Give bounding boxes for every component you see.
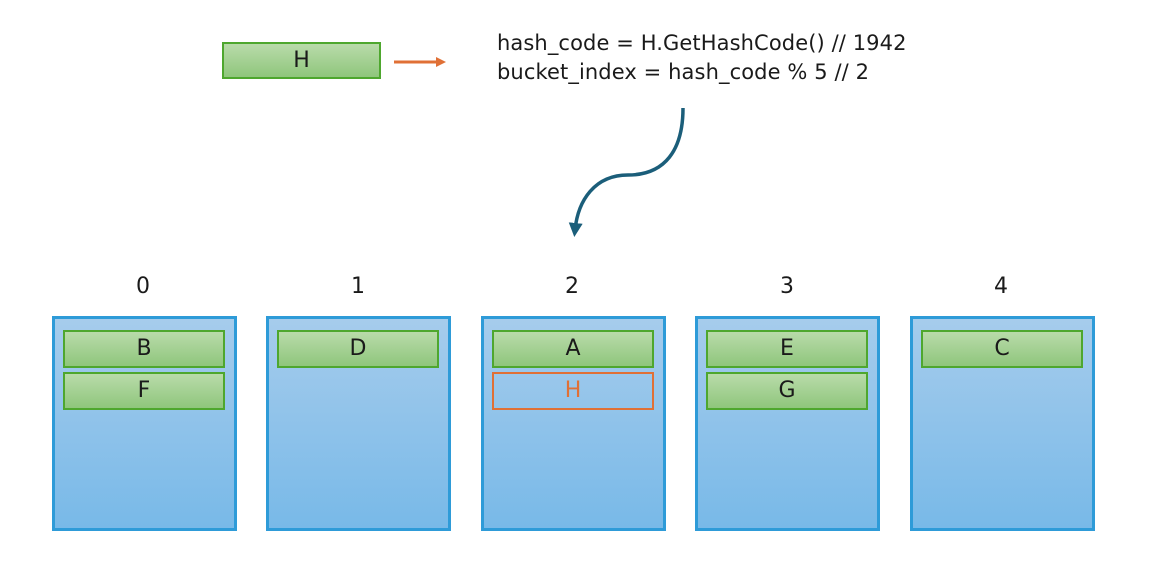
bucket-index-label: 1 xyxy=(351,274,365,299)
bucket-entry: D xyxy=(277,330,439,368)
bucket-index-label: 4 xyxy=(994,274,1008,299)
bucket-index-label: 0 xyxy=(136,274,150,299)
bucket-entry: G xyxy=(706,372,868,410)
hash-code-line: hash_code = H.GetHashCode() // 1942 xyxy=(497,31,907,55)
key-box: H xyxy=(222,42,381,79)
bucket-1: D xyxy=(266,316,451,531)
new-bucket-entry: H xyxy=(492,372,654,410)
bucket-4: C xyxy=(910,316,1095,531)
bucket-entry: C xyxy=(921,330,1083,368)
bucket-entry: B xyxy=(63,330,225,368)
bucket-entry: A xyxy=(492,330,654,368)
bucket-0: B F xyxy=(52,316,237,531)
bucket-2: A H xyxy=(481,316,666,531)
bucket-index-label: 3 xyxy=(780,274,794,299)
bucket-entry: E xyxy=(706,330,868,368)
bucket-index-line: bucket_index = hash_code % 5 // 2 xyxy=(497,60,870,84)
bucket-3: E G xyxy=(695,316,880,531)
bucket-index-label: 2 xyxy=(565,274,579,299)
hash-to-bucket-curve-arrow xyxy=(568,107,685,237)
bucket-entry: F xyxy=(63,372,225,410)
